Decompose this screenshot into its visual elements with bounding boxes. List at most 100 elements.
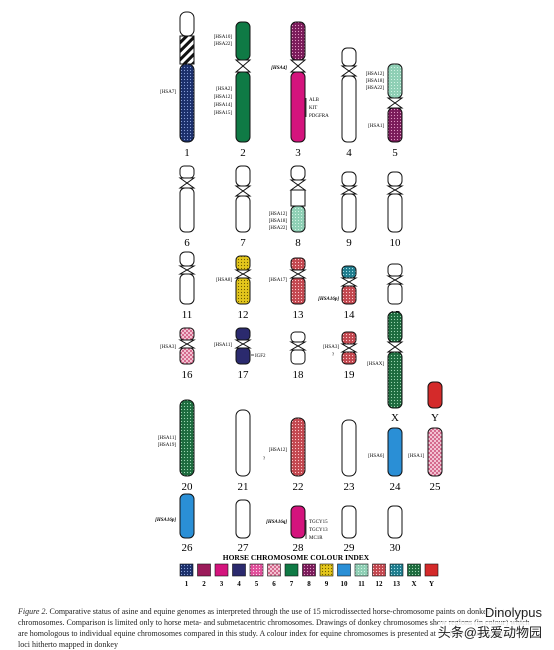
- chr18-number: 18: [293, 369, 305, 381]
- chromosome-22: [HSA12] ? 22: [263, 417, 306, 493]
- chr28-gene-2: MC1R: [309, 536, 323, 541]
- chr26-number: 26: [182, 542, 194, 554]
- watermark-line-2: 头条@我爱动物园: [437, 622, 542, 641]
- chr7-number: 7: [240, 237, 246, 249]
- chr16-number: 16: [182, 369, 194, 381]
- chr10-number: 10: [390, 237, 402, 249]
- chr28-gene-1: TGCY13: [309, 528, 328, 533]
- chr20-label-1: [HSA19]: [158, 443, 177, 448]
- chr19-label-0: [HSA3]: [323, 345, 339, 350]
- chr28-number: 28: [293, 542, 305, 554]
- colour-index-label-9: 9: [325, 580, 329, 588]
- chrX-number: X: [391, 412, 399, 424]
- chr1-number: 1: [184, 147, 190, 159]
- chr13-label-0: [HSA17]: [269, 278, 288, 283]
- chromosome-5: [HSA12] [HSA18] [HSA22] [HSA1] 5: [366, 63, 404, 159]
- chromosome-21: 21: [235, 409, 251, 493]
- chromosome-20: [HSA11] [HSA19] 20: [158, 399, 195, 493]
- chr2-label-0: [HSA10]: [214, 35, 233, 40]
- colour-index-label-Y: Y: [429, 580, 434, 588]
- chr13-number: 13: [293, 309, 305, 321]
- chromosome-19: [HSA3] ? 19: [323, 331, 358, 381]
- chromosome-X: [HSAX] X: [367, 311, 404, 424]
- chr6-number: 6: [184, 237, 190, 249]
- chr8-label-2: [HSA22]: [269, 226, 288, 231]
- chromosome-1: [HSA7] 1: [160, 11, 195, 159]
- colour-index-swatch-1: [179, 563, 194, 577]
- chromosome-16: [HSA3] 16: [160, 327, 196, 381]
- chr8-label-0: [HSA12]: [269, 212, 288, 217]
- chr16-label-0: [HSA3]: [160, 345, 176, 350]
- colour-index-swatch-12: [372, 563, 386, 577]
- chr26-label-0: [HSA16p]: [155, 518, 176, 523]
- chr2-number: 2: [240, 147, 246, 159]
- chr22-number: 22: [293, 481, 304, 493]
- chr25-number: 25: [430, 481, 442, 493]
- colour-index-swatch-8: [302, 563, 316, 577]
- chr14-number: 14: [344, 309, 356, 321]
- chromosome-27: 27: [235, 499, 251, 554]
- colour-index-swatch-9: [319, 563, 334, 577]
- colour-index-swatch-5: [249, 563, 264, 577]
- chr2-label-4: [HSA14]: [214, 103, 233, 108]
- chr24-number: 24: [390, 481, 402, 493]
- colour-index-swatch-3: [214, 563, 229, 577]
- chr11-number: 11: [182, 309, 193, 321]
- chromosome-28: [HSA16q] TGCY15 TGCY13 MC1R 28: [266, 505, 328, 554]
- colour-index-label-11: 11: [358, 580, 365, 588]
- colour-index-swatch-X: [407, 563, 421, 577]
- chromosome-14: [HSA16p] 14: [318, 265, 358, 321]
- chrX-label-0: [HSAX]: [367, 362, 384, 367]
- colour-index-swatch-4: [232, 563, 246, 577]
- chromosome-30: 30: [387, 505, 403, 554]
- chr8-label-1: [HSA18]: [269, 219, 288, 224]
- chr5-label-2: [HSA22]: [366, 86, 385, 91]
- chr12-label-0: [HSA8]: [216, 278, 232, 283]
- chr5-label-1: [HSA18]: [366, 79, 385, 84]
- chr22-label-1: ?: [263, 457, 266, 462]
- chr28-label-0: [HSA16q]: [266, 520, 287, 525]
- chr3-gene-1: KIT: [309, 106, 317, 111]
- colour-index-swatch-10: [337, 563, 351, 577]
- chromosome-7: 7: [234, 165, 252, 249]
- colour-index-label-2: 2: [202, 580, 206, 588]
- caption-label: Figure 2.: [18, 607, 48, 616]
- colour-index-swatch-7: [284, 563, 299, 577]
- colour-index-title: HORSE CHROMOSOME COLOUR INDEX: [223, 553, 370, 562]
- chr28-gene-0: TGCY15: [309, 520, 328, 525]
- chromosome-17: [HSA11] IGF2 17: [214, 327, 266, 381]
- chr5-label-3: [HSA1]: [368, 124, 384, 129]
- colour-index-swatch-Y: [424, 563, 439, 577]
- chromosome-11: 11: [178, 251, 196, 321]
- chromosome-10: 10: [386, 171, 404, 249]
- chr21-number: 21: [238, 481, 249, 493]
- chr2-label-1: [HSA22]: [214, 42, 233, 47]
- chr8-number: 8: [295, 237, 301, 249]
- chromosome-25: [HSA1] 25: [408, 427, 443, 493]
- colour-index-label-10: 10: [341, 580, 349, 588]
- chromosome-4: 4: [340, 47, 358, 159]
- chromosome-Y: Y: [427, 381, 443, 424]
- chr3-gene-0: ALB: [309, 98, 320, 103]
- chromosome-3: [HSA4] ALB KIT PDGFRA 3: [271, 21, 329, 159]
- chr20-label-0: [HSA11]: [158, 436, 176, 441]
- chr24-label-0: [HSA6]: [368, 454, 384, 459]
- chr19-number: 19: [344, 369, 356, 381]
- chr19-label-1: ?: [332, 353, 335, 358]
- chr3-label-0: [HSA4]: [271, 66, 287, 71]
- chrY-number: Y: [431, 412, 439, 424]
- chr22-label-0: [HSA12]: [269, 448, 288, 453]
- colour-index-label-5: 5: [255, 580, 259, 588]
- chromosome-2: [HSA10] [HSA22] [HSA2] [HSA12] [HSA14] […: [214, 21, 252, 159]
- colour-index-swatch-2: [197, 563, 211, 577]
- chromosome-24: [HSA6] 24: [368, 427, 403, 493]
- colour-index-label-12: 12: [376, 580, 384, 588]
- chr9-number: 9: [346, 237, 352, 249]
- colour-index-label-4: 4: [237, 580, 241, 588]
- chr2-label-2: [HSA2]: [216, 87, 232, 92]
- chr17-label-0: [HSA11]: [214, 343, 232, 348]
- caption-text: Comparative status of asine and equine g…: [18, 607, 530, 649]
- chromosome-29: 29: [341, 505, 357, 554]
- colour-index-label-13: 13: [393, 580, 401, 588]
